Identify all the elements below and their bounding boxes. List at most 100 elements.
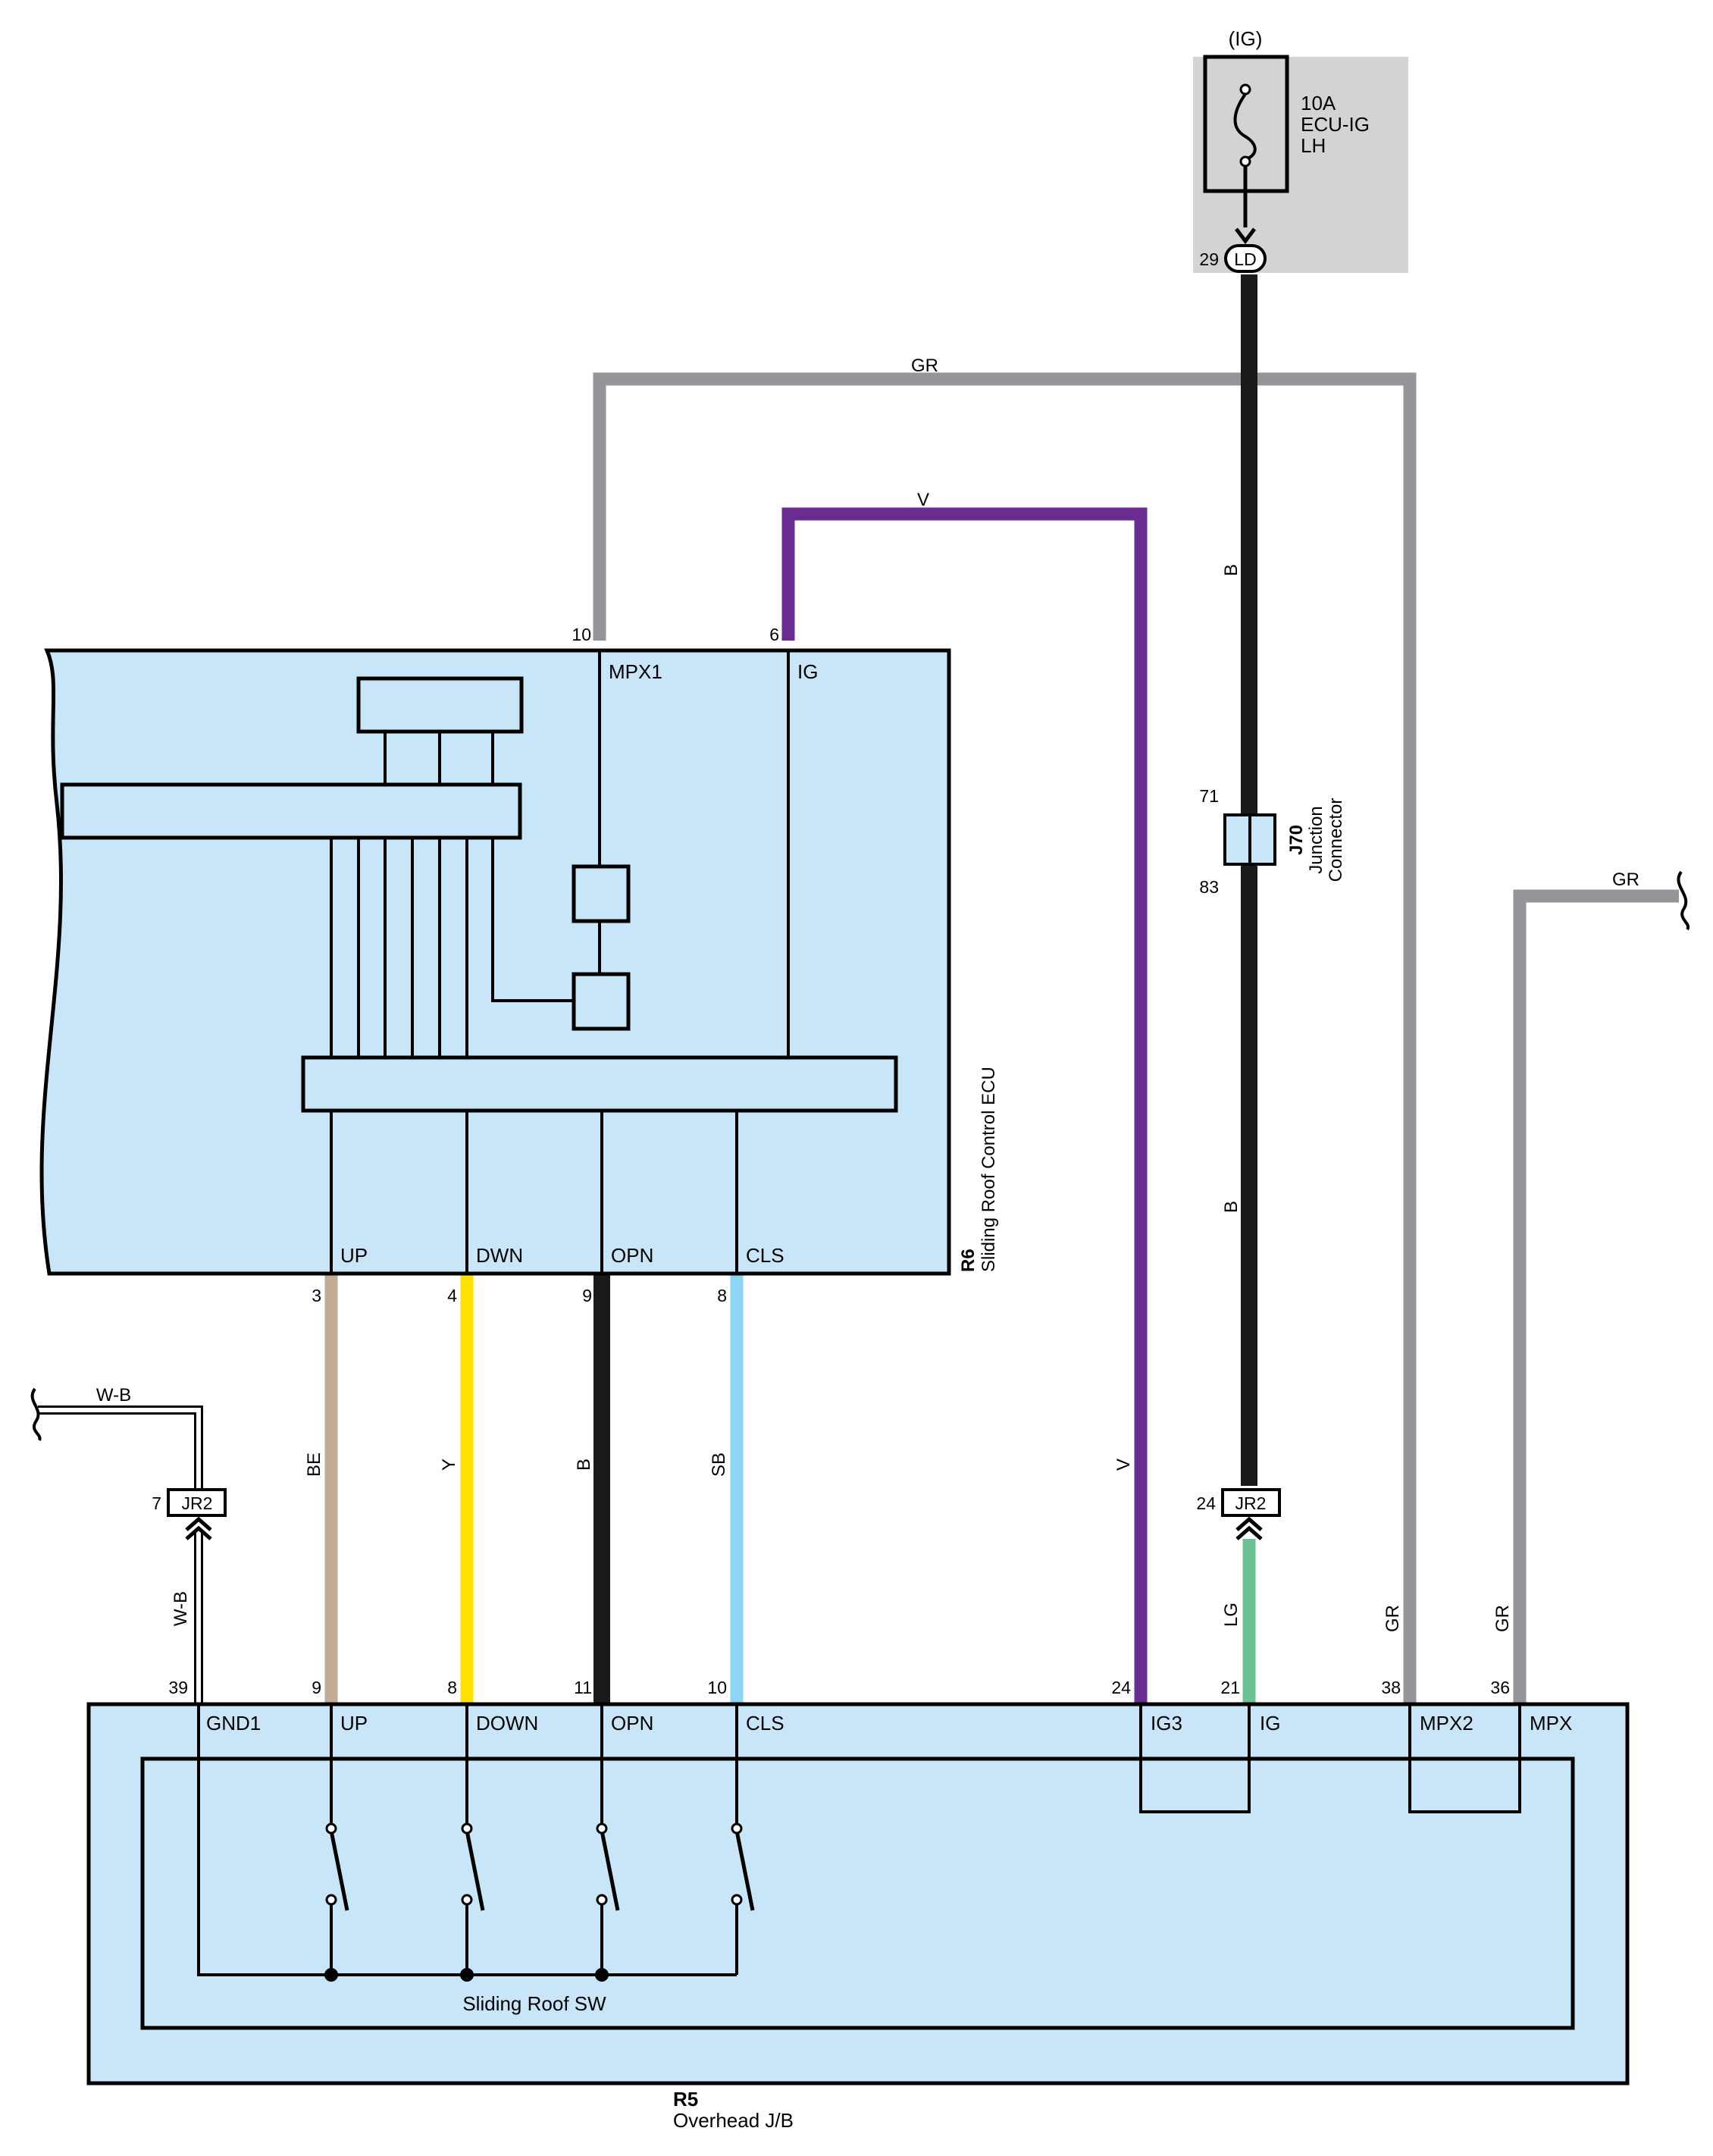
ecu-body	[39, 648, 951, 1276]
ecu-pin-label-ig: IG	[797, 660, 818, 683]
r5-name: Overhead J/B	[673, 2109, 794, 2132]
ecu-pin-label-cls: CLS	[746, 1244, 784, 1267]
sliding-roof-sw-label: Sliding Roof SW	[462, 1992, 606, 2015]
jr2-right-pin: 24	[1196, 1493, 1216, 1513]
switch-contact-icons	[325, 1822, 743, 1906]
r5-pin-number-mpx: 36	[1490, 1678, 1510, 1697]
ecu-internal-small-block-lower	[572, 972, 631, 1031]
wire-label-v-vertical: V	[1113, 1459, 1134, 1471]
r5-pin-label-ig: IG	[1260, 1712, 1280, 1735]
ecu-pin-number-mpx1: 10	[572, 625, 591, 644]
fuse-name-line1: ECU-IG	[1301, 113, 1370, 136]
ecu-pin-number-ig: 6	[769, 625, 779, 644]
r5-pin-label-mpx: MPX	[1530, 1712, 1572, 1735]
wire-label-lg: LG	[1221, 1603, 1242, 1627]
r5-pin-number-gnd1: 39	[168, 1678, 188, 1697]
mpx-link-box	[1408, 1704, 1521, 1813]
j70-name-line1: Junction	[1306, 806, 1326, 873]
j70-name-line2: Connector	[1326, 798, 1346, 882]
ecu-name: Sliding Roof Control ECU	[979, 1067, 999, 1272]
wire-label-y: Y	[439, 1459, 459, 1471]
wire-wb-upper-fill	[38, 1408, 201, 1490]
ld-connector-label: LD	[1234, 249, 1256, 269]
r5-pin-label-mpx2: MPX2	[1420, 1712, 1473, 1735]
wire-label-v-top: V	[917, 490, 929, 510]
wire-label-be: BE	[304, 1452, 324, 1477]
wire-gr-right	[1513, 889, 1679, 1704]
wire-label-gr-right: GR	[1612, 870, 1639, 890]
ecu-r6: 10 MPX1 6 IG UP 3 DWN 4 OPN 9 CLS 8 R6 S…	[39, 625, 999, 1305]
chevron-up-icon	[185, 1516, 212, 1540]
wire-v	[781, 507, 1148, 1704]
ecu-internal-top-block	[356, 676, 524, 734]
fuse-name-line2: LH	[1301, 134, 1326, 157]
break-mark-icon-left	[30, 1387, 42, 1441]
break-mark-icon	[1677, 870, 1690, 931]
overhead-jb-r5: Sliding Roof SW 39 GND1 9 UP 8 DOWN 11 O…	[86, 1678, 1630, 2132]
r5-pin-label-gnd1: GND1	[206, 1712, 261, 1735]
ecu-ref: R6	[958, 1249, 979, 1272]
jr2-right-box	[1221, 1488, 1281, 1517]
wire-label-wb-top: W-B	[96, 1385, 131, 1405]
jr2-left-box	[167, 1488, 227, 1517]
jr2-left-label: JR2	[182, 1493, 213, 1513]
j70-pin-top: 71	[1199, 786, 1219, 806]
r5-pin-label-cls: CLS	[746, 1712, 784, 1735]
ecu-pin-label-dwn: DWN	[476, 1244, 523, 1267]
j70-junction-connector: 71 83 J70 Junction Connector	[1199, 786, 1346, 897]
ecu-internal-small-block-upper	[572, 864, 631, 923]
ld-pin-number: 29	[1199, 249, 1219, 269]
wire-label-b-upper: B	[1221, 564, 1242, 576]
r5-pin-number-ig3: 24	[1111, 1678, 1131, 1697]
ecu-output-links	[330, 1111, 738, 1274]
wire-gr-top	[593, 372, 1417, 1704]
ld-connector	[1224, 244, 1267, 273]
ecu-pin-number-dwn: 4	[447, 1286, 457, 1305]
chevron-up-icon-right	[1235, 1516, 1263, 1540]
fuse-supply-label: (IG)	[1229, 27, 1263, 50]
jr2-left-connector: JR2 7	[152, 1488, 227, 1540]
j70-pin-bottom: 83	[1199, 877, 1219, 897]
wire-labels: GR V GR W-B B B BE Y B SB V LG GR GR W-B	[96, 356, 1639, 1632]
junction-dots	[324, 1968, 609, 1982]
r5-pin-number-down: 8	[447, 1678, 457, 1697]
ecu-pin-label-up: UP	[340, 1244, 368, 1267]
ecu-pin-number-opn: 9	[582, 1286, 592, 1305]
fuse-rating: 10A	[1301, 92, 1336, 114]
wire-label-b-lower: B	[1221, 1201, 1242, 1213]
ecu-pin-label-opn: OPN	[611, 1244, 653, 1267]
wire-label-gr-36: GR	[1492, 1605, 1513, 1632]
ecu-pin-number-up: 3	[312, 1286, 321, 1305]
r5-pin-number-ig: 21	[1220, 1678, 1240, 1697]
fuse-box-background	[1193, 57, 1408, 273]
r5-pin-number-opn: 11	[574, 1678, 592, 1697]
wires	[30, 274, 1690, 1704]
jr2-right-label: JR2	[1235, 1493, 1267, 1513]
r5-pin-label-opn: OPN	[611, 1712, 653, 1735]
ecu-internal-output-bus	[301, 1055, 898, 1113]
r5-pin-number-cls: 10	[707, 1678, 727, 1697]
wire-label-sb: SB	[709, 1452, 729, 1477]
fuse-group: (IG) 10A ECU-IG LH LD 29	[1193, 27, 1408, 273]
r5-pin-number-up: 9	[312, 1678, 321, 1697]
overhead-jb-outer	[86, 1702, 1630, 2085]
r5-pin-label-ig3: IG3	[1151, 1712, 1182, 1735]
ecu-internal-links	[330, 650, 790, 1058]
wire-label-gr-top: GR	[911, 356, 938, 376]
sliding-roof-switch	[197, 1704, 755, 1976]
ig-link-box	[1139, 1704, 1251, 1813]
arrow-down-icon	[1235, 227, 1256, 245]
ecu-pin-label-mpx1: MPX1	[609, 660, 662, 683]
overhead-jb-inner	[140, 1756, 1575, 2030]
r5-ref: R5	[673, 2088, 698, 2111]
ecu-internal-bus	[60, 782, 522, 840]
wire-label-gr-38: GR	[1383, 1605, 1403, 1632]
j70-ref: J70	[1286, 825, 1307, 855]
ecu-pin-number-cls: 8	[717, 1286, 727, 1305]
fuse-icon	[1233, 83, 1257, 168]
wire-label-b-opn: B	[574, 1459, 594, 1471]
wire-label-wb-vertical: W-B	[171, 1591, 191, 1626]
wire-wb-upper-outline	[38, 1405, 203, 1490]
r5-pin-number-mpx2: 38	[1381, 1678, 1401, 1697]
